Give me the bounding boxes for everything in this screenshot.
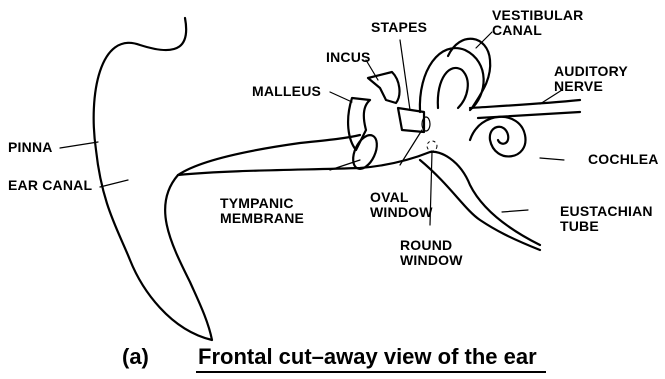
round-window-shape xyxy=(427,141,437,151)
malleus-shape xyxy=(348,98,370,150)
pinna-leader xyxy=(60,142,98,148)
label-round-window: ROUND WINDOW xyxy=(400,238,463,268)
eustachian-leader xyxy=(502,210,528,212)
stapes-leader xyxy=(400,40,410,110)
label-vestibular-canal: VESTIBULAR CANAL xyxy=(492,8,583,38)
ear-canal-leader xyxy=(100,180,128,187)
caption-letter: (a) xyxy=(122,344,149,370)
label-incus: INCUS xyxy=(326,50,371,65)
incus-shape xyxy=(368,72,399,103)
caption-title: Frontal cut–away view of the ear xyxy=(198,344,537,370)
label-oval-window: OVAL WINDOW xyxy=(370,190,433,220)
auditory-nerve-shape xyxy=(470,100,580,118)
label-eustachian-tube: EUSTACHIAN TUBE xyxy=(560,204,653,234)
label-ear-canal: EAR CANAL xyxy=(8,178,92,193)
vestibular-canal-loops xyxy=(420,39,490,112)
label-cochlea: COCHLEA xyxy=(588,152,659,167)
malleus-leader xyxy=(330,92,352,102)
cochlea-spiral xyxy=(470,117,525,157)
label-auditory-nerve: AUDITORY NERVE xyxy=(554,64,628,94)
cochlea-leader xyxy=(540,158,564,160)
label-tympanic-membrane: TYMPANIC MEMBRANE xyxy=(220,196,304,226)
pinna-outline xyxy=(94,18,360,340)
label-pinna: PINNA xyxy=(8,140,53,155)
label-malleus: MALLEUS xyxy=(252,84,321,99)
label-stapes: STAPES xyxy=(371,20,427,35)
